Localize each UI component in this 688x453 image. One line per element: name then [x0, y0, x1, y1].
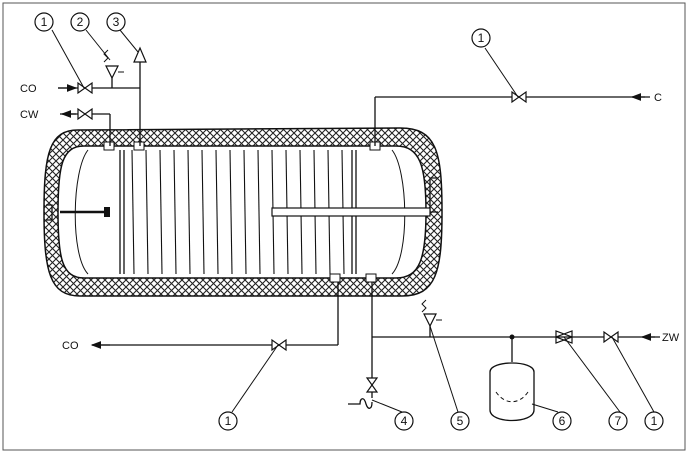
- heating-rod: [271, 207, 431, 217]
- label-co-top: CO: [20, 83, 37, 95]
- expansion-vessel: [489, 362, 535, 422]
- tube-line: [201, 149, 205, 275]
- svg-text:1: 1: [478, 31, 485, 45]
- marker-7: 7: [608, 411, 628, 431]
- marker-4: 4: [394, 411, 414, 431]
- svg-text:4: 4: [401, 414, 408, 428]
- svg-text:6: 6: [559, 414, 566, 428]
- label-cw: CW: [20, 109, 39, 121]
- svg-text:1: 1: [41, 15, 48, 29]
- valve-cw: [77, 107, 93, 121]
- tube-line: [229, 149, 233, 275]
- piping: [58, 60, 660, 409]
- safety-valve-bottom: [423, 313, 437, 328]
- valves: [77, 46, 619, 393]
- air-vent: [133, 46, 147, 63]
- valve-c: [511, 90, 527, 104]
- safety-valve-top: [105, 65, 119, 80]
- tube-line: [131, 149, 135, 275]
- tube-line: [187, 149, 191, 275]
- leader-lines: [51, 29, 655, 413]
- svg-text:5: 5: [457, 414, 464, 428]
- tube-line: [215, 149, 219, 275]
- marker-5: 5: [450, 411, 470, 431]
- valve-co-bottom: [271, 338, 287, 352]
- marker-1-bottom-right: 1: [644, 411, 664, 431]
- marker-2: 2: [70, 12, 90, 32]
- valve-co-top: [77, 81, 93, 95]
- svg-text:1: 1: [225, 414, 232, 428]
- storage-tank: [43, 127, 443, 297]
- tube-line: [173, 149, 177, 275]
- check-valve: [554, 330, 574, 344]
- marker-1-top-left: 1: [34, 12, 54, 32]
- marker-1-bottom-left: 1: [218, 411, 238, 431]
- tube-line: [159, 149, 163, 275]
- marker-6: 6: [552, 411, 572, 431]
- svg-text:3: 3: [113, 15, 120, 29]
- tube-line: [257, 149, 261, 275]
- valve-zw: [603, 330, 619, 344]
- tube-line: [145, 149, 149, 275]
- inner-vessel: [57, 145, 427, 279]
- marker-3: 3: [106, 12, 126, 32]
- label-co-bottom: CO: [62, 340, 79, 352]
- tube-line: [243, 149, 247, 275]
- valve-drain: [365, 377, 379, 393]
- label-zw: ZW: [662, 332, 680, 344]
- svg-text:2: 2: [77, 15, 84, 29]
- svg-text:7: 7: [615, 414, 622, 428]
- svg-text:1: 1: [651, 414, 658, 428]
- marker-1-top-right: 1: [471, 28, 491, 48]
- label-c: C: [654, 92, 662, 104]
